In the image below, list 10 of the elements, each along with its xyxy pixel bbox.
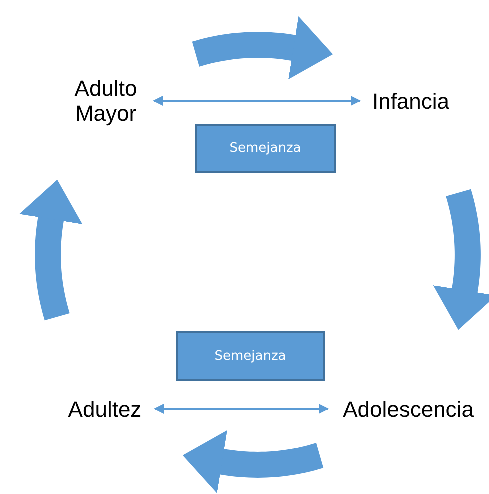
- box-label: Semejanza: [214, 348, 286, 364]
- stage-label: Infancia: [372, 88, 450, 114]
- double-arrow: [153, 96, 361, 106]
- process-box: [195, 124, 336, 173]
- stage-label: Adultez: [68, 396, 142, 422]
- box-label: Semejanza: [230, 141, 302, 156]
- stage-label: Adolescencia: [343, 396, 474, 422]
- stage-label: Adulto Mayor: [74, 76, 138, 126]
- double-arrow: [154, 404, 329, 414]
- process-box: [176, 331, 325, 381]
